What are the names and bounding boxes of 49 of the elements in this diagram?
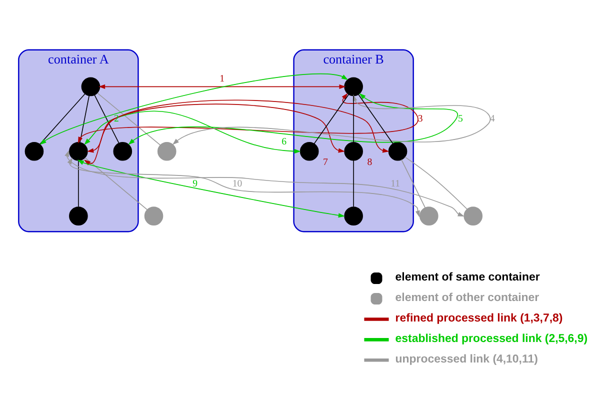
- connector: [353, 160, 354, 208]
- edge-label: 8: [367, 156, 372, 168]
- legend-label: element of other container: [395, 292, 540, 304]
- edge-label: 7: [323, 156, 328, 168]
- connector: [80, 95, 90, 142]
- edge-label: 4: [490, 114, 495, 125]
- arrow: [84, 100, 390, 166]
- arrow: [77, 160, 345, 218]
- connector: [94, 94, 120, 144]
- connector: [84, 157, 148, 210]
- node-circle: [81, 77, 100, 96]
- connector: [39, 93, 86, 145]
- edge-label: 10: [232, 178, 242, 190]
- node-circle: [113, 142, 132, 161]
- node-circle: [388, 142, 408, 161]
- legend-label: established processed link (2,5,6,9): [395, 332, 588, 345]
- node-circle: [344, 77, 363, 96]
- legend-label: refined processed link (1,3,7,8): [395, 312, 563, 324]
- connector: [404, 156, 468, 210]
- node-circle: [157, 142, 176, 161]
- connector: [353, 95, 354, 142]
- node-circle: [144, 206, 164, 226]
- edge-label: 1: [220, 73, 225, 84]
- edge-label: 3: [418, 114, 423, 125]
- node-circle: [419, 206, 438, 226]
- node-circle: [24, 142, 44, 161]
- arrow: [84, 110, 301, 154]
- edge-label: 6: [282, 136, 287, 148]
- arrow: [98, 84, 346, 89]
- node-circle: [69, 142, 88, 161]
- edge-label: 9: [192, 178, 198, 190]
- connector: [358, 94, 394, 144]
- connector: [401, 159, 426, 208]
- connector: [78, 160, 79, 208]
- legend-label: element of same container: [395, 271, 540, 284]
- legend-label: unprocessed link (4,10,11): [395, 353, 538, 366]
- connector: [314, 94, 350, 144]
- node-circle: [344, 206, 363, 226]
- edge-label: 5: [458, 114, 463, 125]
- node-circle: [69, 206, 88, 226]
- node-circle: [464, 206, 483, 226]
- node-circle: [300, 142, 319, 161]
- arrow: [40, 74, 348, 145]
- arrow: [64, 150, 464, 216]
- node-circle: [344, 142, 363, 161]
- arrow: [87, 104, 345, 153]
- edge-label: 11: [390, 178, 400, 190]
- arrow: [67, 158, 420, 218]
- connector: [97, 92, 161, 146]
